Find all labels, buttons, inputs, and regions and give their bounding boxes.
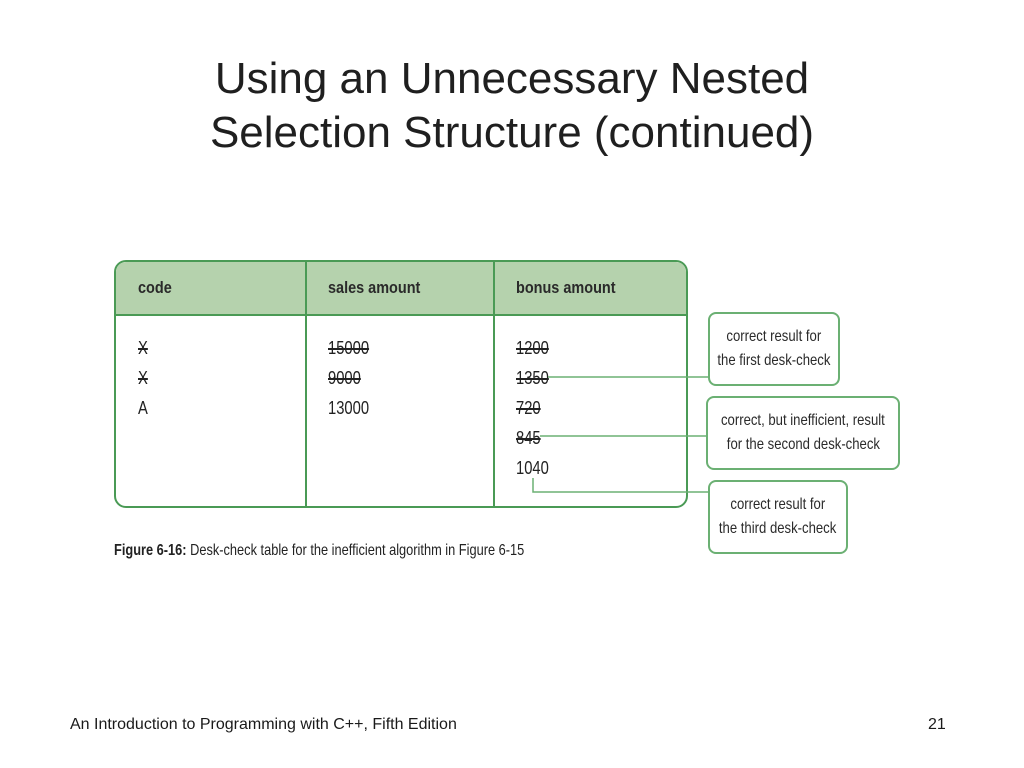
bonus-cell: 720 [516, 398, 541, 418]
header-bonus-amount: bonus amount [516, 278, 616, 297]
column-divider [493, 262, 495, 506]
sales-cell: 13000 [328, 398, 370, 418]
slide-title-line-2: Selection Structure (continued) [209, 108, 815, 157]
bonus-cell: 1040 [516, 458, 549, 478]
header-code: code [138, 278, 172, 297]
callout-text: correct, but inefficient, result [721, 412, 885, 429]
bonus-cell: 1350 [516, 368, 549, 388]
slide-title: Using an Unnecessary Nested Selection St… [0, 52, 1024, 160]
header-sales-amount: sales amount [328, 278, 421, 297]
table-header-row [116, 262, 686, 316]
code-cell: X [138, 368, 148, 388]
code-cell: X [138, 338, 148, 358]
callout-second-desk-check: correct, but inefficient, result for the… [706, 396, 900, 470]
callout-third-desk-check: correct result for the third desk-check [708, 480, 848, 554]
page-number: 21 [928, 716, 946, 733]
column-divider [305, 262, 307, 506]
bonus-cell: 1200 [516, 338, 549, 358]
sales-cell: 15000 [328, 338, 370, 358]
caption-label: Figure 6-16: [114, 542, 187, 559]
callout-first-desk-check: correct result for the first desk-check [708, 312, 840, 386]
sales-cell: 9000 [328, 368, 361, 388]
caption-text: Desk-check table for the inefficient alg… [186, 542, 525, 559]
callout-text: for the second desk-check [726, 436, 880, 453]
code-cell: A [138, 398, 148, 418]
slide-title-line-1: Using an Unnecessary Nested [214, 54, 810, 103]
callout-text: the first desk-check [717, 352, 831, 369]
footer-book-title: An Introduction to Programming with C++,… [70, 716, 457, 733]
callout-text: the third desk-check [719, 520, 837, 537]
bonus-cell: 845 [516, 428, 541, 448]
callout-text: correct result for [730, 496, 826, 513]
callout-text: correct result for [726, 328, 822, 345]
figure-caption: Figure 6-16: Desk-check table for the in… [114, 542, 524, 560]
